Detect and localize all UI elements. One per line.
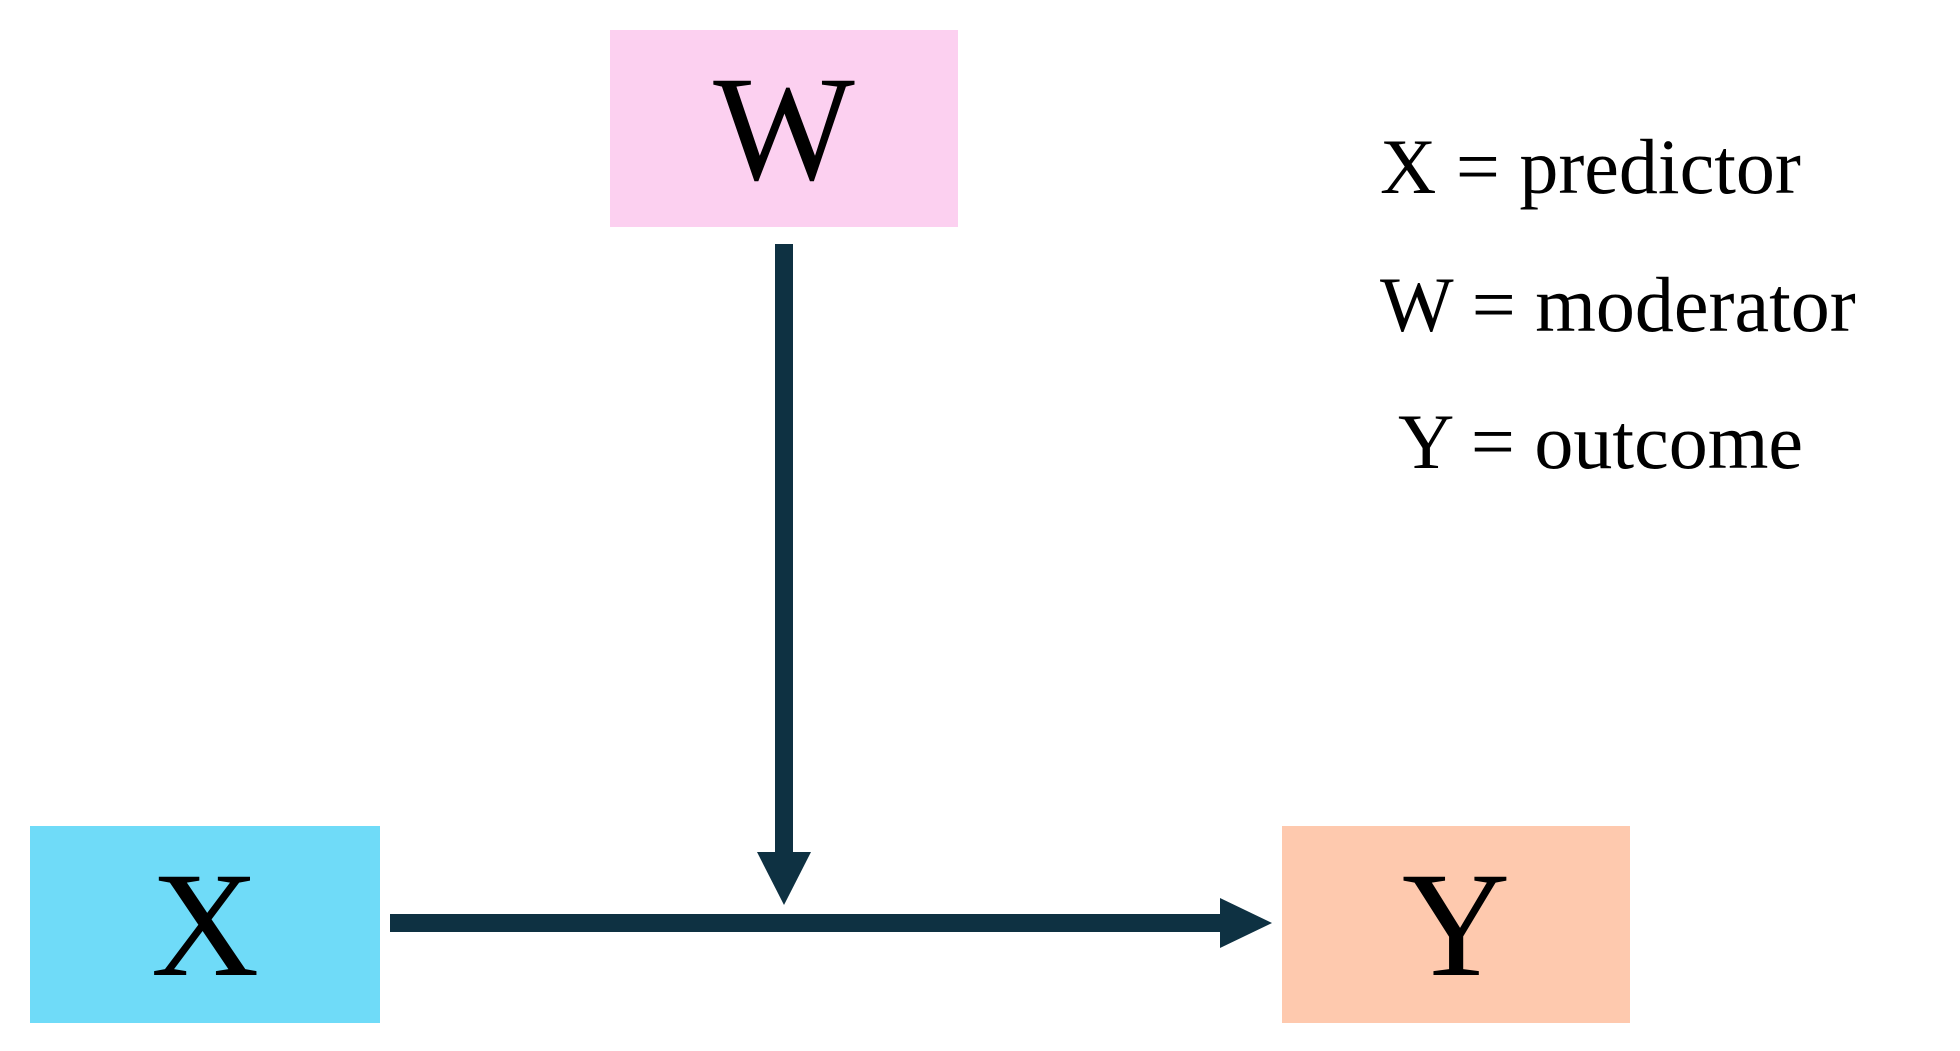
arrow-w-to-path-head <box>757 852 811 905</box>
moderator-node-w: W <box>610 30 958 227</box>
legend-item-moderator: W = moderator <box>1380 261 1856 348</box>
arrow-x-to-y-head <box>1220 898 1272 948</box>
legend-item-predictor: X = predictor <box>1380 123 1801 210</box>
node-y-label: Y <box>1401 841 1511 1008</box>
outcome-node-y: Y <box>1282 826 1630 1023</box>
predictor-node-x: X <box>30 826 380 1023</box>
node-w-label: W <box>713 45 855 212</box>
node-x-label: X <box>150 841 260 1008</box>
legend-item-outcome: Y = outcome <box>1398 398 1804 485</box>
